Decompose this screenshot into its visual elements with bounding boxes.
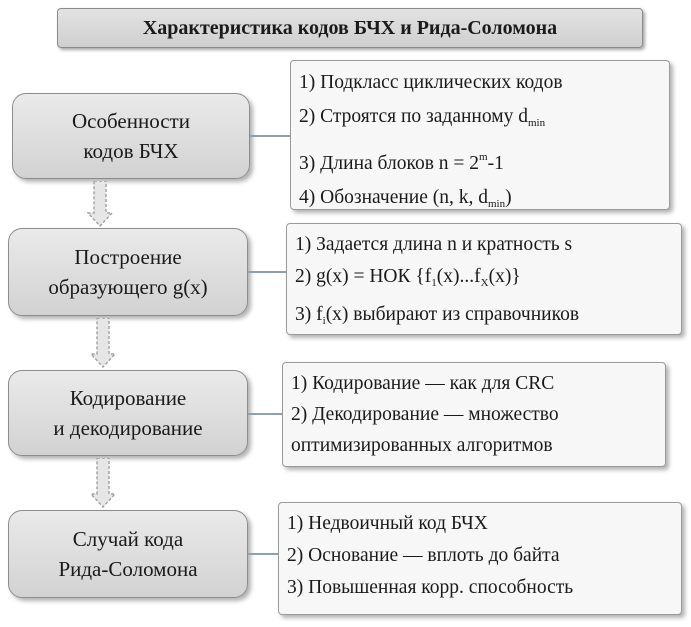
node-gx-construction: Построение образующего g(x) [8,228,248,316]
connector-3 [248,413,282,415]
node-encoding-decoding-line-1: Кодирование [69,386,187,410]
connector-2 [248,271,286,273]
desc-1-item-3: 3) Длина блоков n = 2m-1 [299,151,504,174]
desc-1-item-4: 4) Обозначение (n, k, dmin) [299,187,512,210]
node-gx-construction-line-1: Построение [74,245,182,269]
desc-2-item-1: 1) Задается длина n и кратность s [295,234,573,255]
desc-3-item-3: оптимизированных алгоритмов [291,435,553,456]
desc-2-item-2: 2) g(x) = НОК {f1(x)...fX(x)} [295,266,521,289]
node-encoding-decoding-line-2: и декодирование [53,416,203,440]
desc-4-item-2: 2) Основание — вплоть до байта [287,545,560,566]
desc-4-item-3: 3) Повышенная корр. способность [287,577,574,598]
desc-3-item-2: 2) Декодирование — множество [291,404,559,425]
desc-1-item-1: 1) Подкласс циклических кодов [299,72,563,93]
node-bch-features-line-2: кодов БЧХ [83,139,179,163]
desc-4-item-1: 1) Недвоичный код БЧХ [287,513,488,534]
diagram-title-text: Характеристика кодов БЧХ и Рида-Соломона [142,16,558,39]
node-gx-construction-line-2: образующего g(x) [48,275,208,299]
node-bch-features: Особенности кодов БЧХ [12,93,250,179]
desc-1-item-2: 2) Строятся по заданному dmin [299,106,546,129]
desc-gx-construction: 1) Задается длина n и кратность s 2) g(x… [286,223,682,335]
connector-1 [250,135,290,137]
desc-encoding-decoding: 1) Кодирование — как для CRC 2) Декодиро… [282,362,666,467]
node-reed-solomon: Случай кода Рида-Соломона [8,510,248,598]
desc-reed-solomon: 1) Недвоичный код БЧХ 2) Основание — впл… [278,502,682,615]
node-reed-solomon-line-1: Случай кода [72,527,184,551]
node-encoding-decoding: Кодирование и декодирование [8,370,248,456]
node-bch-features-line-1: Особенности [72,109,190,133]
desc-2-item-3: 3) fi(x) выбирают из справочников [295,304,580,327]
diagram-title: Характеристика кодов БЧХ и Рида-Соломона [57,8,643,48]
desc-3-item-1: 1) Кодирование — как для CRC [291,373,555,394]
node-reed-solomon-line-2: Рида-Соломона [58,557,198,581]
flow-arrow-1 [87,181,113,227]
desc-bch-features: 1) Подкласс циклических кодов 2) Строятс… [290,60,670,210]
flow-arrow-3 [90,458,116,508]
connector-4 [248,553,278,555]
flow-arrow-2 [90,318,116,368]
